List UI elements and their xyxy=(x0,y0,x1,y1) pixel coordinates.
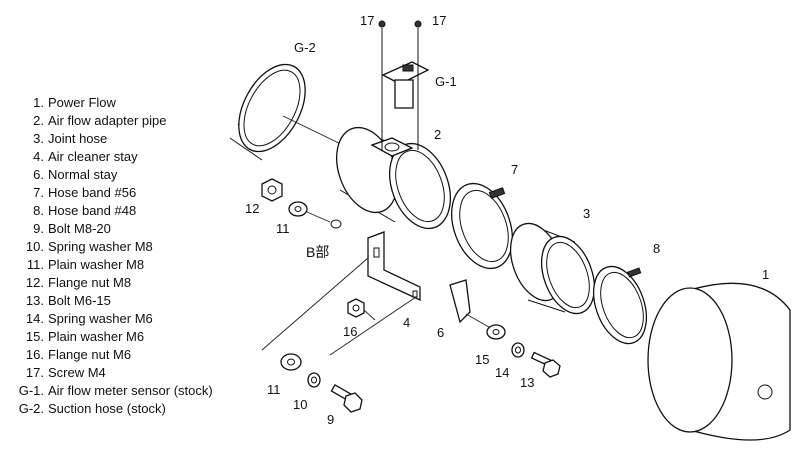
parts-list-item: 9.Bolt M8-20 xyxy=(33,221,111,236)
callout-b-section: B部 xyxy=(306,244,330,260)
parts-list-item: 1.Power Flow xyxy=(33,95,116,110)
air-flow-meter-sensor-g1 xyxy=(378,20,430,150)
flange-nut-m8 xyxy=(261,178,283,202)
callout-7: 7 xyxy=(511,162,519,177)
parts-list-item: 8.Hose band #48 xyxy=(33,203,137,218)
callout-17-left: 17 xyxy=(360,13,375,28)
parts-list-item: G-2.Suction hose (stock) xyxy=(18,401,166,416)
air-cleaner-stay xyxy=(261,231,421,356)
parts-list: 1.Power Flow 2.Air flow adapter pipe 3.J… xyxy=(0,94,236,418)
callout-13: 13 xyxy=(520,375,535,390)
callout-16: 16 xyxy=(343,324,358,339)
callout-4: 4 xyxy=(403,315,411,330)
normal-stay xyxy=(449,279,495,331)
parts-list-item: 12.Flange nut M8 xyxy=(25,275,132,290)
plain-washer-m6 xyxy=(486,324,506,340)
bolt-m8-20 xyxy=(330,384,363,413)
parts-list-item: 17.Screw M4 xyxy=(25,365,106,380)
plain-washer-m8-upper xyxy=(288,201,342,229)
callout-g2: G-2 xyxy=(294,40,316,55)
joint-hose xyxy=(509,222,596,315)
parts-list-item: 10.Spring washer M8 xyxy=(25,239,153,254)
parts-list-item: 7.Hose band #56 xyxy=(33,185,137,200)
callout-g1: G-1 xyxy=(435,74,457,89)
callout-6: 6 xyxy=(437,325,445,340)
callout-15: 15 xyxy=(475,352,490,367)
hose-band-56 xyxy=(451,182,513,270)
parts-list-item: 15.Plain washer M6 xyxy=(25,329,145,344)
callout-1: 1 xyxy=(762,267,770,282)
callout-3: 3 xyxy=(583,206,591,221)
callout-11-upper: 11 xyxy=(276,221,290,236)
flange-nut-m6 xyxy=(347,298,376,321)
parts-list-item: 2.Air flow adapter pipe xyxy=(33,113,167,128)
suction-hose-g2 xyxy=(229,63,346,161)
parts-list-item: 3.Joint hose xyxy=(33,131,108,146)
callout-14: 14 xyxy=(495,365,510,380)
callout-9: 9 xyxy=(327,412,335,427)
parts-list-item: 16.Flange nut M6 xyxy=(25,347,132,362)
parts-list-item: 13.Bolt M6-15 xyxy=(25,293,111,308)
bolt-m6-15 xyxy=(530,351,561,378)
callout-17-right: 17 xyxy=(432,13,447,28)
plain-washer-m8-lower xyxy=(280,353,302,371)
callout-2: 2 xyxy=(434,127,442,142)
parts-list-item: 14.Spring washer M6 xyxy=(25,311,153,326)
spring-washer-m8 xyxy=(307,372,321,388)
parts-list-item: G-1.Air flow meter sensor (stock) xyxy=(18,383,213,398)
hose-band-48 xyxy=(592,265,648,345)
power-flow-filter xyxy=(647,282,791,441)
callout-8: 8 xyxy=(653,241,661,256)
callout-11-lower: 11 xyxy=(267,382,281,397)
parts-list-item: 4.Air cleaner stay xyxy=(33,149,138,164)
parts-list-item: 11.Plain washer M8 xyxy=(26,257,145,272)
callout-12: 12 xyxy=(245,201,260,216)
parts-list-item: 6.Normal stay xyxy=(33,167,118,182)
callout-10: 10 xyxy=(293,397,308,412)
spring-washer-m6 xyxy=(511,342,525,358)
